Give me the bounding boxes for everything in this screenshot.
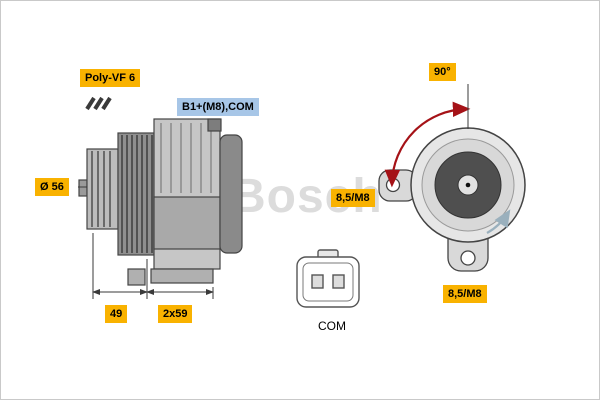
dimension-2x59-label: 2x59: [158, 305, 193, 323]
alternator-side-view: [78, 118, 243, 286]
pulley-diameter-label: Ø 56: [35, 178, 69, 196]
rotation-angle-label: 90°: [429, 63, 456, 81]
dimension-49-label: 49: [105, 305, 128, 323]
bottom-lug-hole: [460, 250, 476, 266]
bottom-mount-hole-label: 8,5/M8: [443, 285, 487, 303]
left-mount-hole-label: 8,5/M8: [331, 189, 375, 207]
terminal-designation-label: B1+(M8),COM: [177, 98, 259, 116]
rotation-direction-arrow: [486, 209, 511, 234]
dimension-lines: [92, 233, 214, 299]
belt-profile-icon: [85, 96, 112, 111]
ninety-degree-sweep-arrow: [384, 101, 471, 188]
com-connector-drawing: [296, 249, 360, 308]
com-connector-label: COM: [318, 319, 346, 333]
belt-type-label: Poly-VF 6: [80, 69, 141, 87]
shaft-center-dot: [465, 182, 471, 188]
